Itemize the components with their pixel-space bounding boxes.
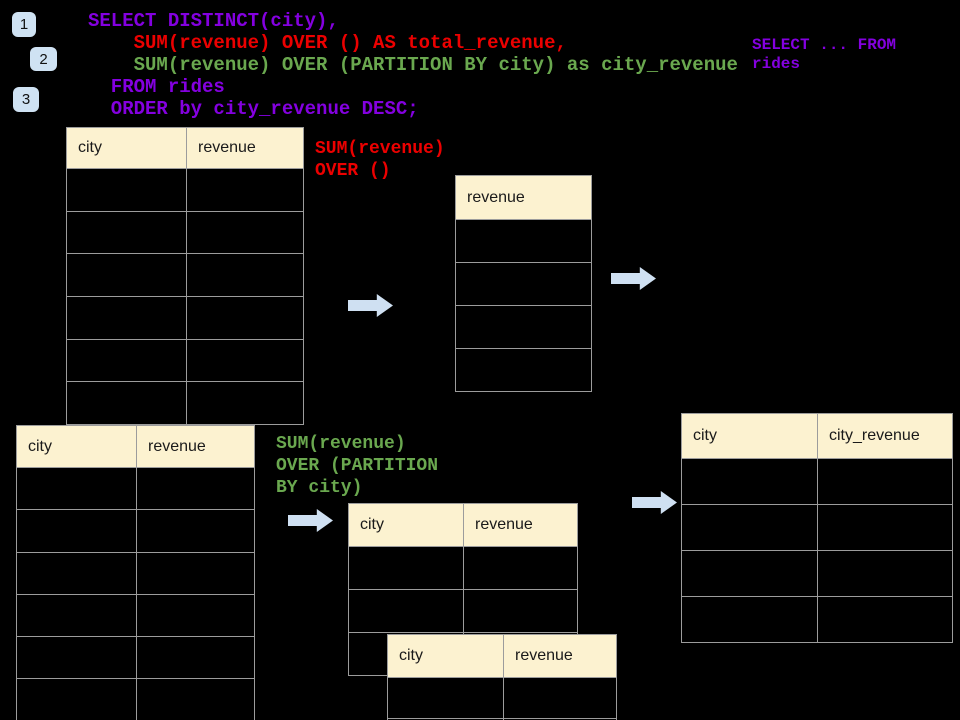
- empty-cell: [682, 505, 818, 551]
- column-header: city: [17, 426, 137, 468]
- label-sum-over-total: SUM(revenue)OVER (): [315, 138, 445, 182]
- text-line: SUM(revenue) OVER (PARTITION BY city) as…: [88, 54, 738, 76]
- step-badge-1: 1: [12, 12, 36, 37]
- empty-cell: [818, 505, 953, 551]
- column-header: revenue: [456, 176, 592, 220]
- step-badge-2: 2: [30, 47, 57, 71]
- empty-cell: [456, 263, 592, 306]
- empty-cell: [137, 637, 255, 680]
- empty-cell: [187, 211, 304, 255]
- empty-cell: [17, 594, 137, 638]
- empty-cell: [137, 594, 255, 638]
- empty-cell: [682, 459, 818, 505]
- empty-cell: [137, 552, 255, 595]
- empty-cell: [67, 211, 187, 255]
- text-line: FROM rides: [88, 76, 225, 98]
- empty-cell: [464, 547, 578, 590]
- empty-cell: [349, 547, 464, 590]
- empty-cell: [67, 339, 187, 383]
- empty-cell: [137, 468, 255, 511]
- empty-cell: [349, 590, 464, 633]
- total-revenue-table: revenue: [455, 175, 592, 392]
- empty-cell: [187, 339, 304, 383]
- column-header: city: [388, 635, 504, 678]
- empty-cell: [388, 678, 504, 719]
- empty-cell: [818, 597, 953, 643]
- empty-cell: [137, 679, 255, 720]
- empty-cell: [682, 551, 818, 597]
- text-line: OVER (): [315, 161, 391, 181]
- text-line: SUM(revenue) OVER () AS total_revenue,: [88, 32, 567, 54]
- text-line: SUM(revenue): [315, 139, 445, 159]
- text-line: rides: [752, 55, 801, 73]
- empty-cell: [17, 468, 137, 511]
- empty-cell: [504, 678, 617, 719]
- empty-cell: [17, 510, 137, 553]
- text-line: ORDER by city_revenue DESC;: [88, 98, 419, 120]
- column-header: revenue: [504, 635, 617, 678]
- empty-cell: [137, 510, 255, 553]
- right-arrow-icon: [611, 267, 656, 290]
- empty-cell: [818, 551, 953, 597]
- text-line: SELECT ... FROM: [752, 36, 897, 54]
- empty-cell: [17, 637, 137, 680]
- column-header: revenue: [464, 504, 578, 547]
- text-line: SUM(revenue): [276, 434, 406, 454]
- column-header: revenue: [137, 426, 255, 468]
- empty-cell: [464, 590, 578, 633]
- empty-cell: [67, 297, 187, 340]
- empty-cell: [187, 169, 304, 212]
- empty-cell: [187, 297, 304, 340]
- empty-cell: [17, 679, 137, 720]
- empty-cell: [67, 254, 187, 298]
- column-header: city: [67, 128, 187, 169]
- empty-cell: [818, 459, 953, 505]
- empty-cell: [187, 254, 304, 298]
- text-line: OVER (PARTITION: [276, 456, 439, 476]
- text-line: BY city): [276, 478, 363, 498]
- column-header: city: [349, 504, 464, 547]
- right-arrow-icon: [288, 509, 333, 532]
- column-header: city: [682, 414, 818, 459]
- right-arrow-icon: [632, 491, 677, 514]
- step-badge-3: 3: [13, 87, 39, 112]
- empty-cell: [456, 349, 592, 392]
- empty-cell: [67, 382, 187, 426]
- column-header: city_revenue: [818, 414, 953, 459]
- text-line: SELECT DISTINCT(city),: [88, 10, 339, 32]
- empty-cell: [682, 597, 818, 643]
- empty-cell: [456, 306, 592, 349]
- empty-cell: [187, 382, 304, 426]
- right-arrow-icon: [348, 294, 393, 317]
- empty-cell: [67, 169, 187, 212]
- empty-cell: [456, 220, 592, 263]
- empty-cell: [17, 552, 137, 595]
- sql-query-code: SELECT DISTINCT(city), SUM(revenue) OVER…: [88, 10, 738, 120]
- column-header: revenue: [187, 128, 304, 169]
